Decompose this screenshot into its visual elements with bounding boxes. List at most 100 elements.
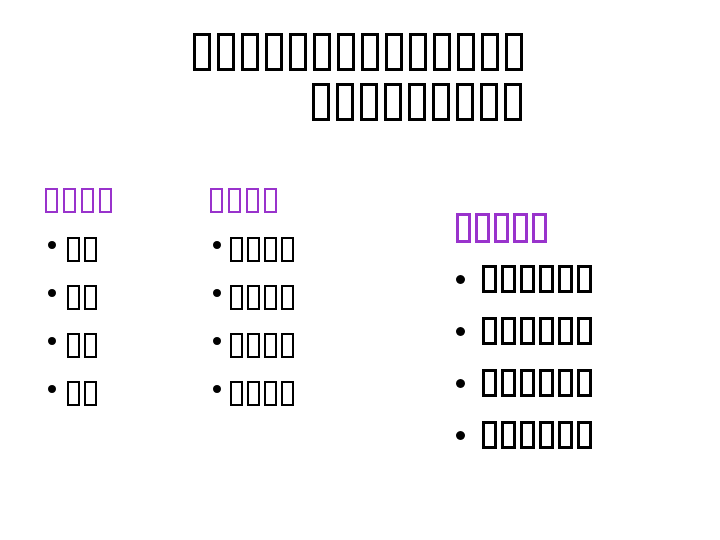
- column-2-header: [210, 188, 294, 213]
- bullet-dot-icon: [213, 384, 221, 393]
- missing-glyph-box: [577, 369, 592, 397]
- missing-glyph-box: [539, 317, 554, 345]
- missing-glyph-box: [361, 33, 379, 71]
- missing-glyph-box: [408, 83, 426, 121]
- item-text-run: [482, 369, 592, 397]
- missing-glyph-box: [501, 265, 516, 293]
- missing-glyph-box: [247, 285, 260, 310]
- bullet-dot-icon: [48, 384, 56, 393]
- missing-glyph-box: [264, 333, 277, 358]
- missing-glyph-box: [501, 421, 516, 449]
- missing-glyph-box: [482, 421, 497, 449]
- missing-glyph-box: [67, 237, 80, 262]
- missing-glyph-box: [360, 83, 378, 121]
- missing-glyph-box: [84, 285, 97, 310]
- missing-glyph-box: [513, 213, 528, 243]
- bullet-item: [210, 381, 294, 406]
- missing-glyph-box: [433, 33, 451, 71]
- item-text-run: [67, 237, 97, 262]
- bullet-item: [456, 317, 592, 345]
- missing-glyph-box: [281, 237, 294, 262]
- missing-glyph-box: [264, 285, 277, 310]
- missing-glyph-box: [577, 317, 592, 345]
- missing-glyph-box: [481, 33, 499, 71]
- item-text-run: [230, 333, 294, 358]
- bullet-dot-icon: [456, 274, 465, 284]
- missing-glyph-box: [264, 188, 277, 213]
- bullet-item: [45, 381, 112, 406]
- missing-glyph-box: [475, 213, 490, 243]
- missing-glyph-box: [265, 33, 283, 71]
- missing-glyph-box: [247, 237, 260, 262]
- item-text-run: [67, 333, 97, 358]
- bullet-dot-icon: [456, 326, 465, 336]
- item-text-run: [67, 285, 97, 310]
- missing-glyph-box: [456, 213, 471, 243]
- missing-glyph-box: [289, 33, 307, 71]
- item-text-run: [230, 285, 294, 310]
- bullet-item: [45, 285, 112, 310]
- bullet-dot-icon: [213, 240, 221, 249]
- column-3: [456, 213, 592, 449]
- missing-glyph-box: [501, 317, 516, 345]
- missing-glyph-box: [313, 33, 331, 71]
- missing-glyph-box: [494, 213, 509, 243]
- missing-glyph-box: [67, 333, 80, 358]
- missing-glyph-box: [456, 83, 474, 121]
- missing-glyph-box: [67, 285, 80, 310]
- missing-glyph-box: [577, 265, 592, 293]
- title-line-2: [312, 83, 522, 121]
- bullet-dot-icon: [48, 240, 56, 249]
- missing-glyph-box: [482, 317, 497, 345]
- missing-glyph-box: [482, 265, 497, 293]
- missing-glyph-box: [337, 33, 355, 71]
- bullet-dot-icon: [213, 288, 221, 297]
- missing-glyph-box: [230, 333, 243, 358]
- missing-glyph-box: [532, 213, 547, 243]
- bullet-item: [456, 421, 592, 449]
- bullet-item: [210, 237, 294, 262]
- missing-glyph-box: [81, 188, 94, 213]
- missing-glyph-box: [501, 369, 516, 397]
- bullet-item: [210, 333, 294, 358]
- bullet-dot-icon: [456, 430, 465, 440]
- missing-glyph-box: [230, 237, 243, 262]
- missing-glyph-box: [228, 188, 241, 213]
- missing-glyph-box: [558, 421, 573, 449]
- missing-glyph-box: [385, 33, 403, 71]
- missing-glyph-box: [520, 369, 535, 397]
- missing-glyph-box: [457, 33, 475, 71]
- missing-glyph-box: [480, 83, 498, 121]
- bullet-dot-icon: [456, 378, 465, 388]
- missing-glyph-box: [67, 381, 80, 406]
- missing-glyph-box: [281, 381, 294, 406]
- missing-glyph-box: [539, 421, 554, 449]
- bullet-item: [45, 237, 112, 262]
- missing-glyph-box: [217, 33, 235, 71]
- bullet-item: [45, 333, 112, 358]
- bullet-item: [456, 265, 592, 293]
- item-text-run: [482, 265, 592, 293]
- bullet-item: [456, 369, 592, 397]
- missing-glyph-box: [577, 421, 592, 449]
- bullet-dot-icon: [48, 288, 56, 297]
- missing-glyph-box: [230, 381, 243, 406]
- missing-glyph-box: [539, 369, 554, 397]
- missing-glyph-box: [409, 33, 427, 71]
- column-3-header: [456, 213, 592, 243]
- missing-glyph-box: [558, 317, 573, 345]
- column-1-header: [45, 188, 112, 213]
- bullet-item: [210, 285, 294, 310]
- item-text-run: [482, 421, 592, 449]
- item-text-run: [230, 381, 294, 406]
- missing-glyph-box: [281, 285, 294, 310]
- missing-glyph-box: [264, 381, 277, 406]
- missing-glyph-box: [520, 265, 535, 293]
- missing-glyph-box: [482, 369, 497, 397]
- item-text-run: [67, 381, 97, 406]
- missing-glyph-box: [99, 188, 112, 213]
- missing-glyph-box: [505, 33, 523, 71]
- missing-glyph-box: [84, 381, 97, 406]
- missing-glyph-box: [281, 333, 294, 358]
